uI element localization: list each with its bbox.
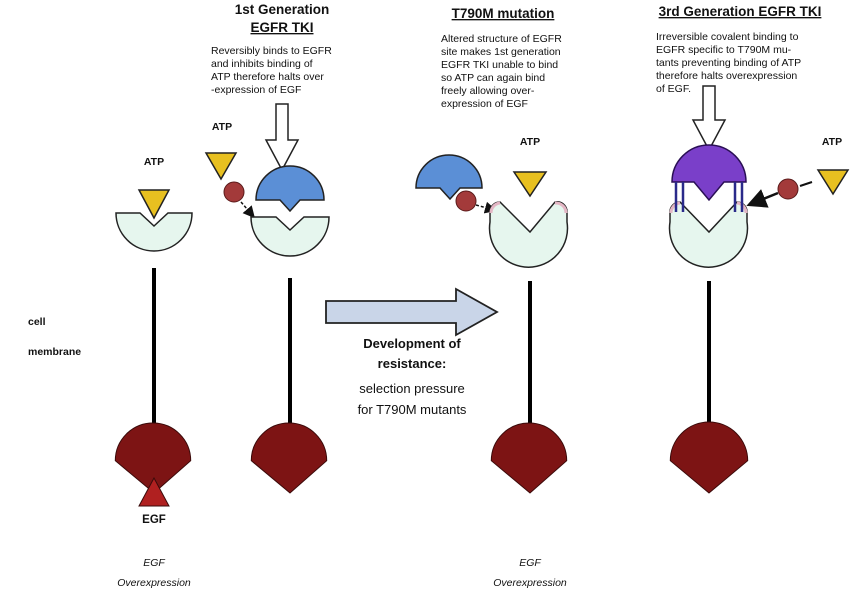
development-line-4: for T790M mutants	[358, 402, 467, 417]
t790m-desc-1: Altered structure of EGFR	[441, 33, 562, 45]
third-gen-desc-2: EGFR specific to T790M mu-	[656, 44, 792, 56]
development-line-2: resistance:	[378, 356, 447, 371]
mutation-site-right	[554, 201, 568, 214]
blocked-binding-arrow	[746, 189, 779, 208]
atp-triangle-icon	[137, 189, 171, 220]
third-gen-desc-5: of EGF.	[656, 83, 691, 95]
third-gen-desc-4: therefore halts overexpression	[656, 70, 797, 82]
development-arrow-icon	[325, 287, 499, 337]
atp-label-2: ATP	[212, 121, 232, 133]
t790m-desc-4: so ATP can again bind	[441, 72, 545, 84]
t790m-desc-3: EGFR TKI unable to bind	[441, 59, 558, 71]
intracellular-kinase-domain	[114, 422, 192, 494]
phosphate-dot-icon	[223, 181, 245, 203]
atp-label-3: ATP	[520, 136, 540, 148]
first-gen-desc-2: and inhibits binding of	[211, 58, 313, 70]
egfr-receptor-extracellular	[115, 212, 193, 252]
atp-label: ATP	[144, 156, 164, 168]
mutation-site-left	[489, 201, 501, 214]
third-gen-desc-3: tants preventing binding of ATP	[656, 57, 801, 69]
displaced-tki-icon	[415, 154, 483, 201]
column-normal: ATP EGF EGF Overexpression	[114, 156, 193, 589]
development-line-3: selection pressure	[359, 381, 465, 396]
phosphate-dot-icon-3	[777, 178, 799, 200]
column-t790m: T790M mutation Altered structure of EGFR…	[415, 6, 569, 589]
third-gen-tki-icon	[671, 144, 747, 202]
development-line-1: Development of	[363, 336, 461, 351]
atp-triangle-icon-2	[204, 152, 238, 181]
outcome-line-1: EGF	[143, 557, 165, 569]
cell-membrane-label-2: membrane	[28, 346, 81, 358]
t790m-egfr-receptor	[668, 201, 749, 268]
binding-dashed-arrow	[240, 201, 255, 219]
t790m-title: T790M mutation	[452, 6, 555, 21]
intracellular-kinase-domain-3	[490, 422, 568, 494]
intracellular-kinase-domain-4	[669, 421, 749, 494]
t790m-desc-5: freely allowing over-	[441, 85, 535, 97]
down-arrow-icon-2	[691, 85, 727, 152]
atp-triangle-icon-3	[512, 171, 548, 198]
column-first-gen: 1st Generation EGFR TKI Reversibly binds…	[204, 2, 332, 494]
phosphate-dot-icon-2	[455, 190, 477, 212]
third-gen-desc-1: Irreversible covalent binding to	[656, 31, 799, 43]
first-gen-desc-1: Reversibly binds to EGFR	[211, 45, 332, 57]
mutation-site-left-2	[669, 201, 681, 214]
atp-label-4: ATP	[822, 136, 842, 148]
first-gen-title-1: 1st Generation	[235, 2, 330, 17]
outcome-line-2-b: Overexpression	[493, 577, 567, 589]
cell-membrane-label-1: cell	[28, 316, 46, 328]
atp-link-line	[799, 181, 813, 187]
outcome-line-2: Overexpression	[117, 577, 191, 589]
egfr-receptor-extracellular-2	[250, 216, 330, 257]
first-gen-title-2: EGFR TKI	[251, 20, 314, 35]
first-gen-desc-4: -expression of EGF	[211, 84, 301, 96]
egf-label: EGF	[142, 514, 166, 526]
t790m-desc-6: expression of EGF	[441, 98, 528, 110]
t790m-desc-2: site makes 1st generation	[441, 46, 561, 58]
outcome-line-1-b: EGF	[519, 557, 541, 569]
down-arrow-icon	[264, 103, 300, 172]
first-gen-tki-icon	[255, 165, 325, 213]
mutation-site-right-2	[736, 201, 748, 214]
egf-triangle-icon	[138, 476, 170, 507]
column-third-gen: 3rd Generation EGFR TKI Irreversible cov…	[656, 4, 850, 494]
altered-egfr-receptor	[488, 201, 569, 268]
first-gen-desc-3: ATP therefore halts over	[211, 71, 324, 83]
third-gen-title: 3rd Generation EGFR TKI	[659, 4, 822, 19]
atp-triangle-icon-4	[816, 169, 850, 196]
intracellular-kinase-domain-2	[250, 422, 328, 494]
